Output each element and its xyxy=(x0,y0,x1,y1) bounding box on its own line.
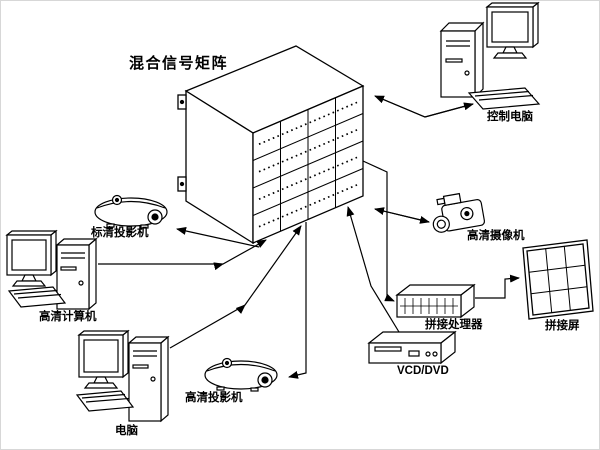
monitor xyxy=(5,230,58,236)
label-pc: 电脑 xyxy=(115,425,138,437)
vent-grid xyxy=(400,298,458,314)
control-computer-graphic xyxy=(439,1,541,110)
video-wall-graphic xyxy=(522,239,594,320)
wall-grid xyxy=(528,246,588,313)
card-grid xyxy=(252,97,364,232)
label-vcd-dvd: VCD/DVD xyxy=(397,365,449,377)
connection-controlpc-to-matrix xyxy=(374,95,474,118)
disc-tray xyxy=(374,346,402,352)
hd-camera-graphic xyxy=(432,192,486,233)
label-control-computer: 控制电脑 xyxy=(487,111,533,123)
connection-pc-to-matrix xyxy=(169,225,302,349)
viewfinder xyxy=(442,192,462,206)
pc-graphic xyxy=(75,329,170,423)
hd-computer-graphic xyxy=(5,229,98,311)
matrix-switcher-graphic xyxy=(177,45,365,245)
sd-projector-graphic xyxy=(94,194,168,229)
connection-processor-to-wall xyxy=(475,274,520,299)
vcd-dvd-graphic xyxy=(367,330,457,365)
connection-matrix-to-camera xyxy=(374,208,430,224)
label-video-wall: 拼接屏 xyxy=(545,320,580,332)
diagram-title: 混合信号矩阵 xyxy=(129,55,229,72)
hd-projector-graphic xyxy=(204,357,278,392)
connection-matrix-to-controlpc xyxy=(374,95,474,118)
wall-processor-graphic xyxy=(395,283,476,319)
label-hd-projector: 高清投影机 xyxy=(185,392,243,404)
connection-vcd-to-matrix xyxy=(346,206,400,333)
label-wall-processor: 拼接处理器 xyxy=(425,319,483,331)
label-hd-computer: 高清计算机 xyxy=(39,311,97,323)
connection-lines xyxy=(98,95,520,379)
connection-matrix-to-hd-projector xyxy=(288,222,307,379)
monitor xyxy=(77,330,130,336)
label-hd-camera: 高清摄像机 xyxy=(467,230,525,242)
connection-matrix-to-processor xyxy=(362,160,395,302)
label-sd-projector: 标清投影机 xyxy=(91,227,149,239)
